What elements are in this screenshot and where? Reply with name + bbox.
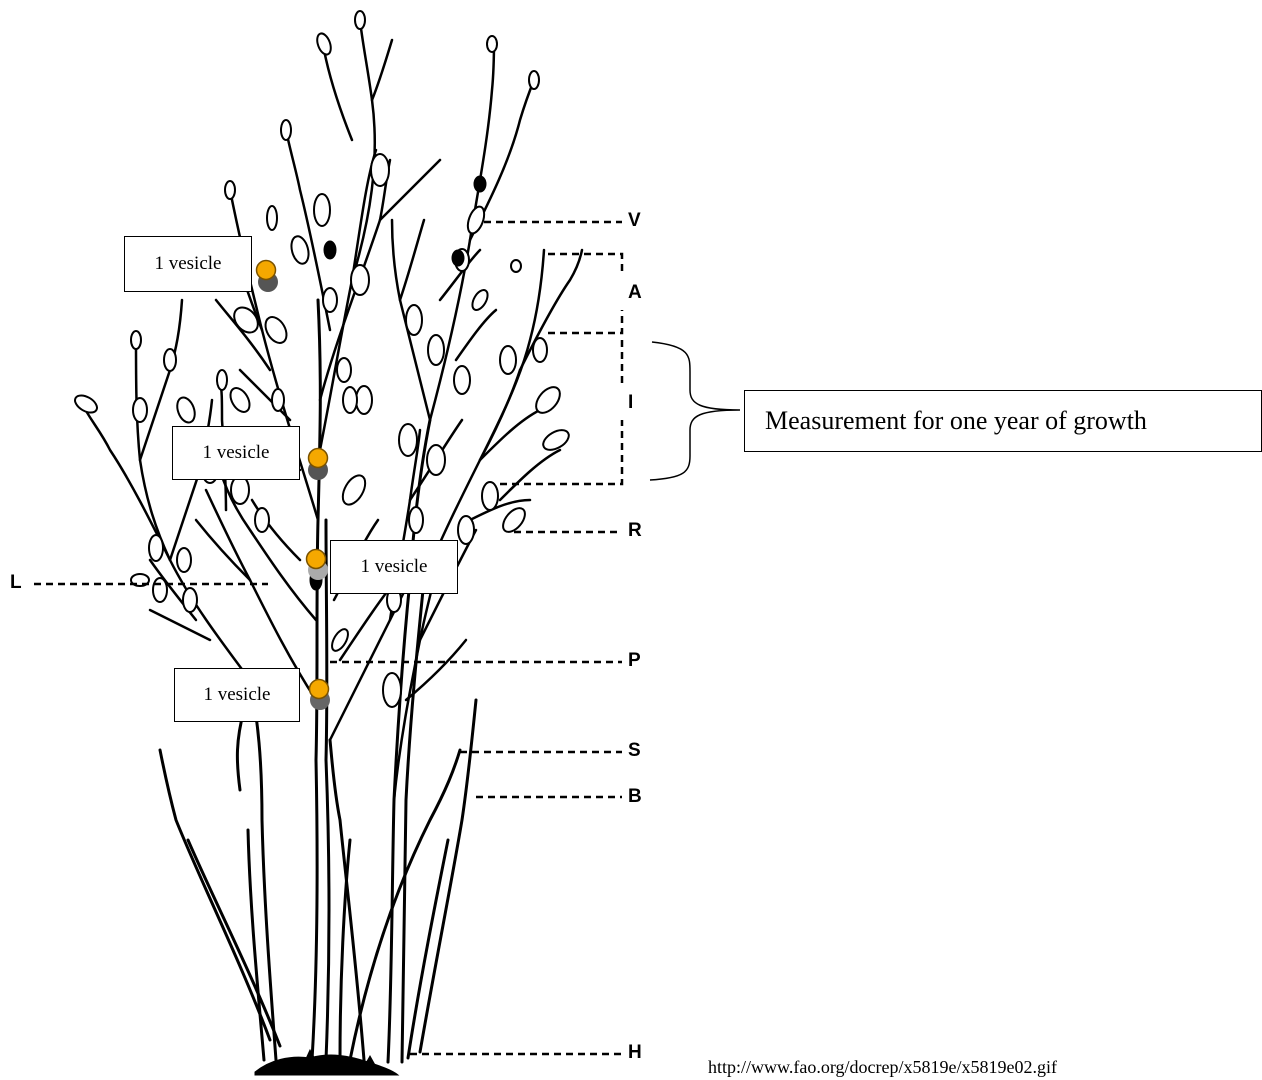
part-label-r: R xyxy=(628,520,642,542)
vesicle-callout-2: 1 vesicle xyxy=(172,426,300,480)
part-label-s: S xyxy=(628,740,641,762)
vesicle-callout-1: 1 vesicle xyxy=(124,236,252,292)
source-url: http://www.fao.org/docrep/x5819e/x5819e0… xyxy=(708,1057,1057,1078)
growth-measurement-label: Measurement for one year of growth xyxy=(744,390,1262,452)
vesicle-marker-2 xyxy=(308,449,328,481)
vesicle-callout-4: 1 vesicle xyxy=(174,668,300,722)
vesicle-marker-4 xyxy=(310,680,331,711)
part-label-a: A xyxy=(628,282,642,304)
leaves xyxy=(72,11,572,707)
branches xyxy=(80,20,582,800)
part-label-i: I xyxy=(628,392,633,414)
part-label-b: B xyxy=(628,786,642,808)
part-label-v: V xyxy=(628,210,641,232)
vesicle-marker-3 xyxy=(307,550,329,581)
growth-brace xyxy=(650,342,740,480)
part-label-h: H xyxy=(628,1042,642,1064)
vesicle-callout-3: 1 vesicle xyxy=(330,540,458,594)
part-label-p: P xyxy=(628,650,641,672)
vesicle-marker-1 xyxy=(257,261,279,293)
part-label-l: L xyxy=(10,572,22,594)
